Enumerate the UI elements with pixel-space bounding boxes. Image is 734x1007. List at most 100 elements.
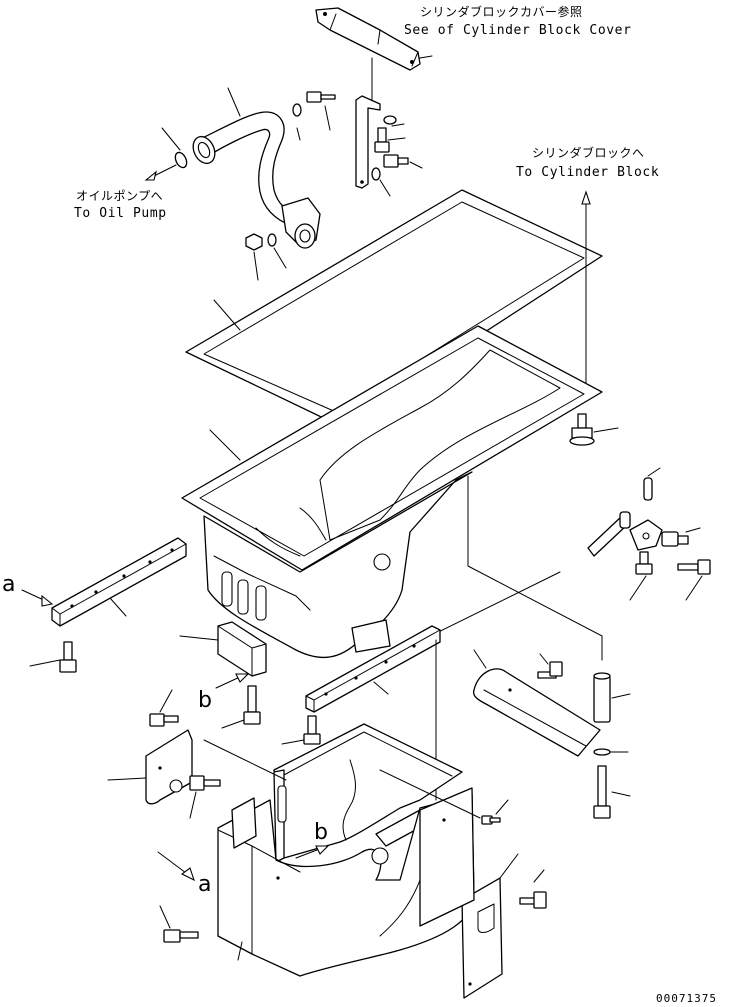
sleeve (593, 672, 611, 723)
bolt (243, 685, 261, 725)
view-mark-b-upper: b (198, 688, 212, 713)
reference-line (203, 739, 287, 781)
leader-line (109, 597, 127, 617)
bolt (519, 891, 547, 909)
bolt (481, 815, 501, 825)
tube-cover (472, 668, 601, 757)
left-bracket-plate (145, 729, 193, 805)
leader-line (281, 739, 305, 745)
cylinder-block-en-label: To Cylinder Block (516, 165, 660, 180)
leader-line (539, 653, 549, 665)
drain-plug (661, 531, 689, 547)
leader-line (593, 427, 619, 433)
bolt (635, 551, 653, 575)
arrow-head (581, 190, 591, 205)
leader-line (237, 941, 243, 961)
leader-line (161, 127, 181, 151)
leader-line (473, 649, 487, 669)
leader-line (533, 869, 545, 883)
oil-pan (181, 325, 603, 659)
leader-line (29, 659, 61, 667)
leader-line (685, 527, 701, 533)
leader-line (629, 575, 647, 601)
leader-line (647, 467, 661, 477)
leader-line (107, 777, 147, 781)
dowel-pin (643, 477, 653, 501)
leader-line (296, 127, 301, 141)
oil-pipe-stay (355, 95, 381, 189)
arrow-head (235, 673, 250, 683)
o-ring (174, 151, 188, 169)
cylinder-block-cover-bracket (315, 7, 421, 71)
leader-line (273, 247, 287, 269)
bolt (59, 641, 77, 673)
bolt (677, 559, 711, 575)
leader-line (159, 689, 173, 713)
bolt (537, 661, 563, 679)
center-side-rail (305, 625, 441, 713)
oil-pump-en-label: To Oil Pump (74, 206, 167, 221)
bolt (383, 154, 409, 168)
side-plate (231, 797, 257, 849)
leader-line (221, 719, 245, 729)
arrow-head (144, 170, 157, 181)
washer (371, 167, 381, 181)
arrow-head (180, 867, 195, 882)
long-bolt (593, 765, 611, 819)
oil-pump-jp-label: オイルポンプへ (76, 189, 164, 203)
cylinder-block-cover-en-label: See of Cylinder Block Cover (404, 23, 632, 38)
leader-line (611, 791, 631, 797)
leader-line (391, 123, 405, 127)
level-gauge-pipe (587, 511, 631, 557)
right-side-plate (419, 787, 475, 927)
washer (292, 103, 302, 117)
leader-line (409, 161, 423, 169)
view-mark-a-upper: a (2, 572, 16, 597)
oil-pan-gasket (185, 189, 603, 427)
cylinder-block-cover-jp-label: シリンダブロックカバー参照 (420, 5, 583, 19)
bolt (189, 775, 221, 791)
leader-line (611, 693, 631, 699)
leader-line (159, 905, 171, 929)
under-cover (273, 723, 463, 863)
arrow-head (41, 594, 54, 607)
bolt (149, 713, 179, 727)
leader-line (373, 681, 389, 695)
washer (383, 115, 397, 125)
drain-valve (629, 519, 663, 551)
leader-line (179, 635, 219, 641)
bolt (306, 91, 336, 103)
spacer-plate (217, 621, 267, 677)
left-side-rail (51, 537, 187, 627)
reference-line (379, 769, 481, 819)
leader-line (685, 575, 703, 601)
cylinder-block-jp-label: シリンダブロックへ (532, 146, 645, 160)
washer (593, 748, 611, 756)
leader-line (189, 791, 197, 819)
bolt (303, 715, 321, 745)
front-cover (217, 793, 475, 977)
arrow-head (315, 845, 330, 855)
leader-line (499, 853, 519, 879)
right-end-plate (461, 877, 503, 999)
flange-bolt (569, 413, 595, 446)
view-mark-b-lower: b (314, 820, 328, 845)
leader-line (419, 55, 433, 59)
nut (245, 233, 263, 251)
drawing-number: 00071375 (656, 992, 717, 1005)
bolt (163, 929, 199, 943)
leader-line (213, 299, 241, 331)
leader-line (253, 251, 259, 281)
leader-line (227, 87, 241, 117)
leader-line (324, 105, 331, 131)
reference-line (467, 475, 603, 661)
oil-suction-pipe (192, 111, 321, 249)
leader-line (209, 429, 241, 461)
leader-line (387, 137, 406, 141)
washer (267, 233, 277, 247)
leader-line (379, 179, 391, 197)
view-mark-a-lower: a (198, 872, 212, 897)
bolt (374, 127, 390, 153)
